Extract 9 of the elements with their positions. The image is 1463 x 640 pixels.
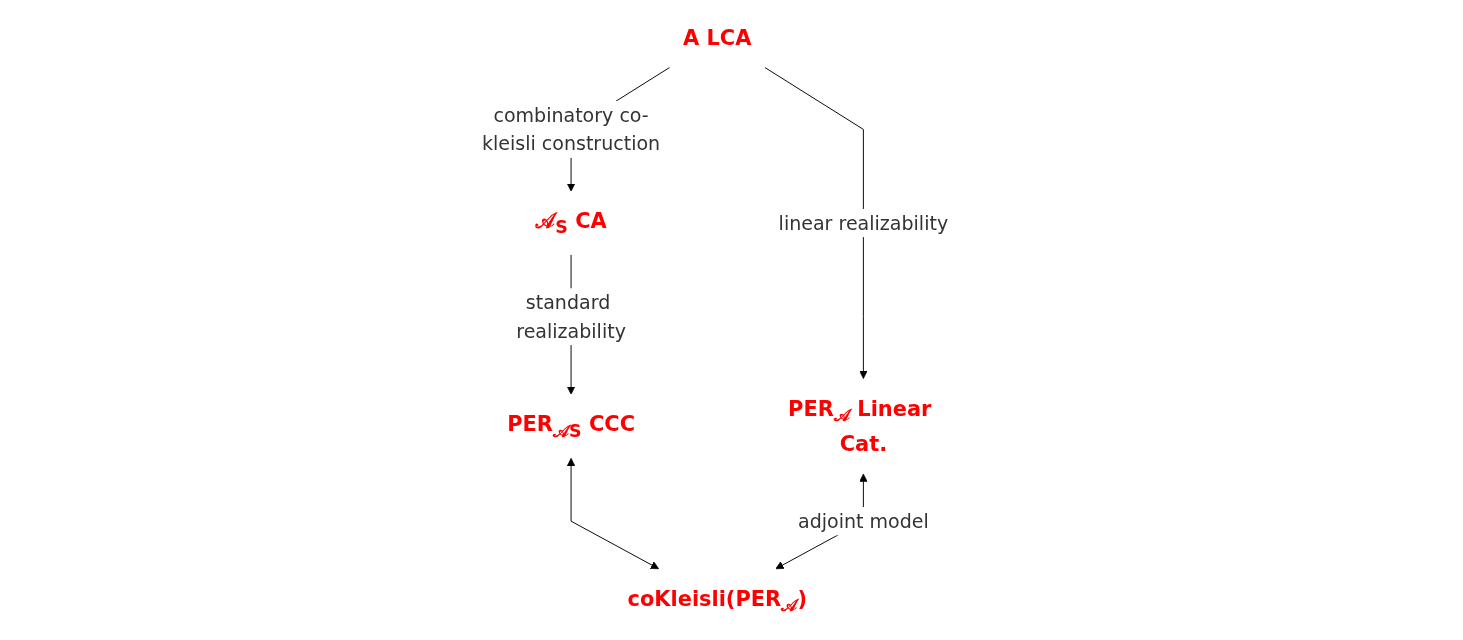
node-text: coKleisli(PER$_{𝒜}$) <box>627 586 807 615</box>
node-text: PER$_{𝒜S}$ CCC <box>507 412 636 441</box>
edge-label: linear realizability <box>778 211 949 235</box>
node-text: A LCA <box>683 25 752 50</box>
node-text: PER$_{𝒜}$ Linear Cat. <box>788 396 932 456</box>
edge-label: adjoint model <box>797 509 929 533</box>
node-text: 𝒜$_{S}$ CA <box>535 209 607 238</box>
edge-label: standard realizability <box>516 291 626 343</box>
edge-label: combinatory co-kleisli construction <box>481 103 661 156</box>
